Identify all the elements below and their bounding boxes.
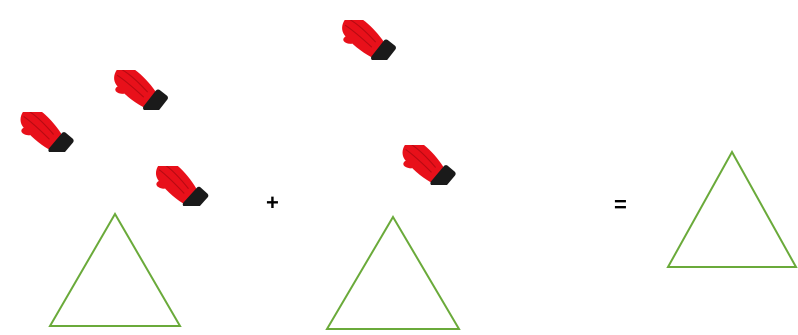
oven-mitt-icon	[143, 166, 217, 206]
oven-mitt-icon	[390, 145, 464, 185]
oven-mitt-icon	[8, 112, 82, 152]
answer-triangle-box[interactable]	[666, 150, 798, 270]
equals-operator: =	[614, 194, 627, 216]
triangle-box-group-a	[48, 212, 182, 328]
plus-operator: +	[266, 192, 279, 214]
oven-mitt-icon	[102, 70, 176, 110]
oven-mitt-icon	[330, 20, 404, 60]
triangle-box-group-b	[325, 215, 461, 331]
